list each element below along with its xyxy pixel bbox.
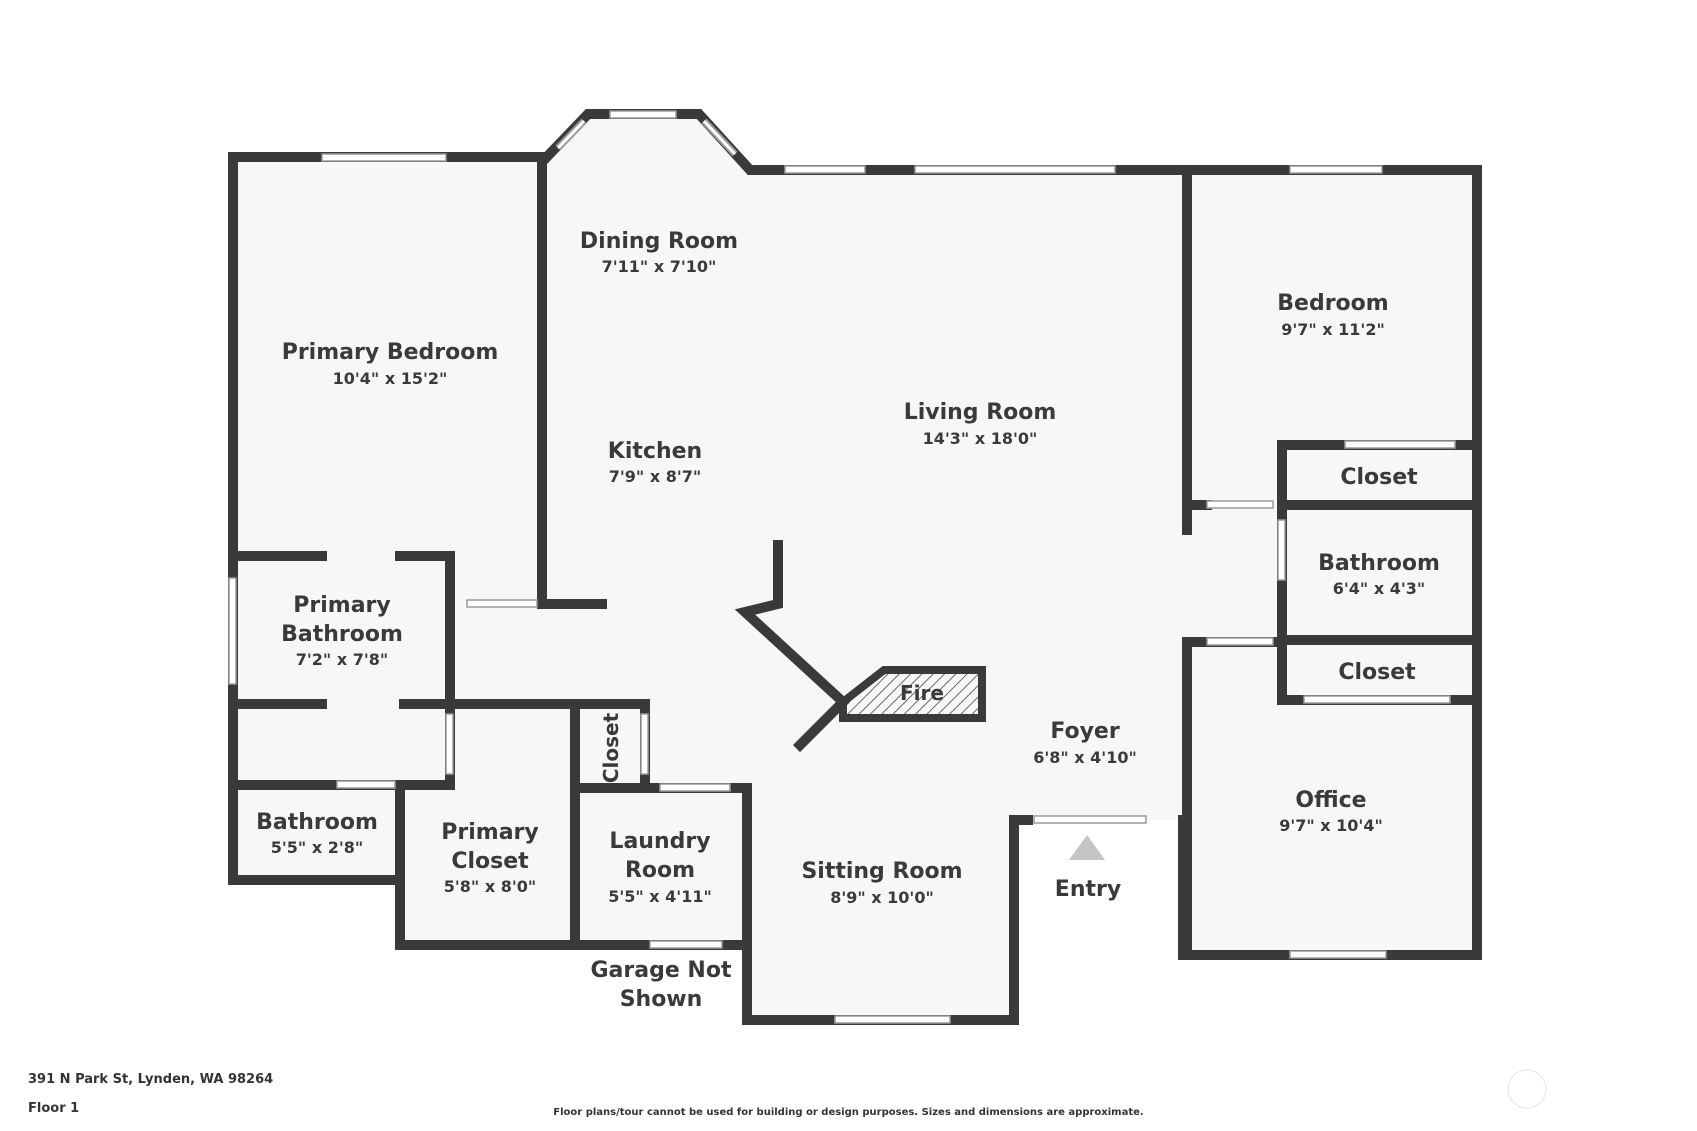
room-dim-kitchen: 7'9" x 8'7" — [609, 467, 701, 486]
room-dim-living: 14'3" x 18'0" — [923, 429, 1038, 448]
room-name-bedroom: Bedroom — [1277, 291, 1388, 316]
windows — [228, 110, 1456, 1024]
entry-arrow-icon — [1069, 835, 1105, 860]
room-dim-bathroom-left: 5'5" x 2'8" — [271, 838, 363, 857]
room-name-sitting: Sitting Room — [801, 859, 962, 884]
room-name-closet-upper: Closet — [1340, 465, 1418, 490]
room-name-closet-mid: Closet — [1338, 660, 1416, 685]
bay-windows-inner — [556, 119, 737, 156]
room-name-primary-bedroom: Primary Bedroom — [282, 340, 499, 365]
room-name-bathroom-left: Bathroom — [256, 810, 378, 835]
room-dim-bedroom: 9'7" x 11'2" — [1281, 320, 1385, 339]
room-name-fire: Fire — [900, 681, 944, 705]
room-name-garage-line2: Shown — [620, 987, 703, 1012]
room-name-bathroom-right: Bathroom — [1318, 551, 1440, 576]
room-name-office: Office — [1295, 788, 1366, 813]
property-address: 391 N Park St, Lynden, WA 98264 — [28, 1072, 274, 1087]
watermark-logo — [1507, 1069, 1547, 1109]
disclaimer: Floor plans/tour cannot be used for buil… — [553, 1107, 1144, 1118]
room-dim-bathroom-right: 6'4" x 4'3" — [1333, 579, 1425, 598]
room-name-primary-closet-line1: Primary — [441, 820, 538, 845]
room-dim-laundry: 5'5" x 4'11" — [608, 887, 712, 906]
room-name-foyer: Foyer — [1050, 719, 1120, 744]
room-name-laundry-line2: Room — [625, 858, 695, 883]
room-name-garage-line1: Garage Not — [591, 958, 732, 983]
room-dim-dining: 7'11" x 7'10" — [602, 257, 717, 276]
fireplace — [839, 666, 986, 722]
room-name-entry: Entry — [1055, 877, 1121, 902]
room-name-living: Living Room — [904, 400, 1057, 425]
room-dim-primary-bedroom: 10'4" x 15'2" — [333, 369, 448, 388]
room-dim-sitting: 8'9" x 10'0" — [830, 888, 934, 907]
room-name-dining: Dining Room — [580, 229, 738, 254]
room-name-primary-bathroom-line1: Primary — [293, 593, 390, 618]
room-dim-primary-bathroom: 7'2" x 7'8" — [296, 650, 388, 669]
floor-fill — [233, 114, 1482, 1020]
room-name-primary-closet-line2: Closet — [451, 849, 529, 874]
room-dim-foyer: 6'8" x 4'10" — [1033, 748, 1137, 767]
room-dim-primary-closet: 5'8" x 8'0" — [444, 877, 536, 896]
room-name-kitchen: Kitchen — [608, 439, 702, 464]
room-dim-office: 9'7" x 10'4" — [1279, 816, 1383, 835]
room-name-closet-small: Closet — [599, 712, 623, 783]
room-name-laundry-line1: Laundry — [609, 829, 710, 854]
floor-label: Floor 1 — [28, 1101, 80, 1116]
room-name-primary-bathroom-line2: Bathroom — [281, 622, 403, 647]
